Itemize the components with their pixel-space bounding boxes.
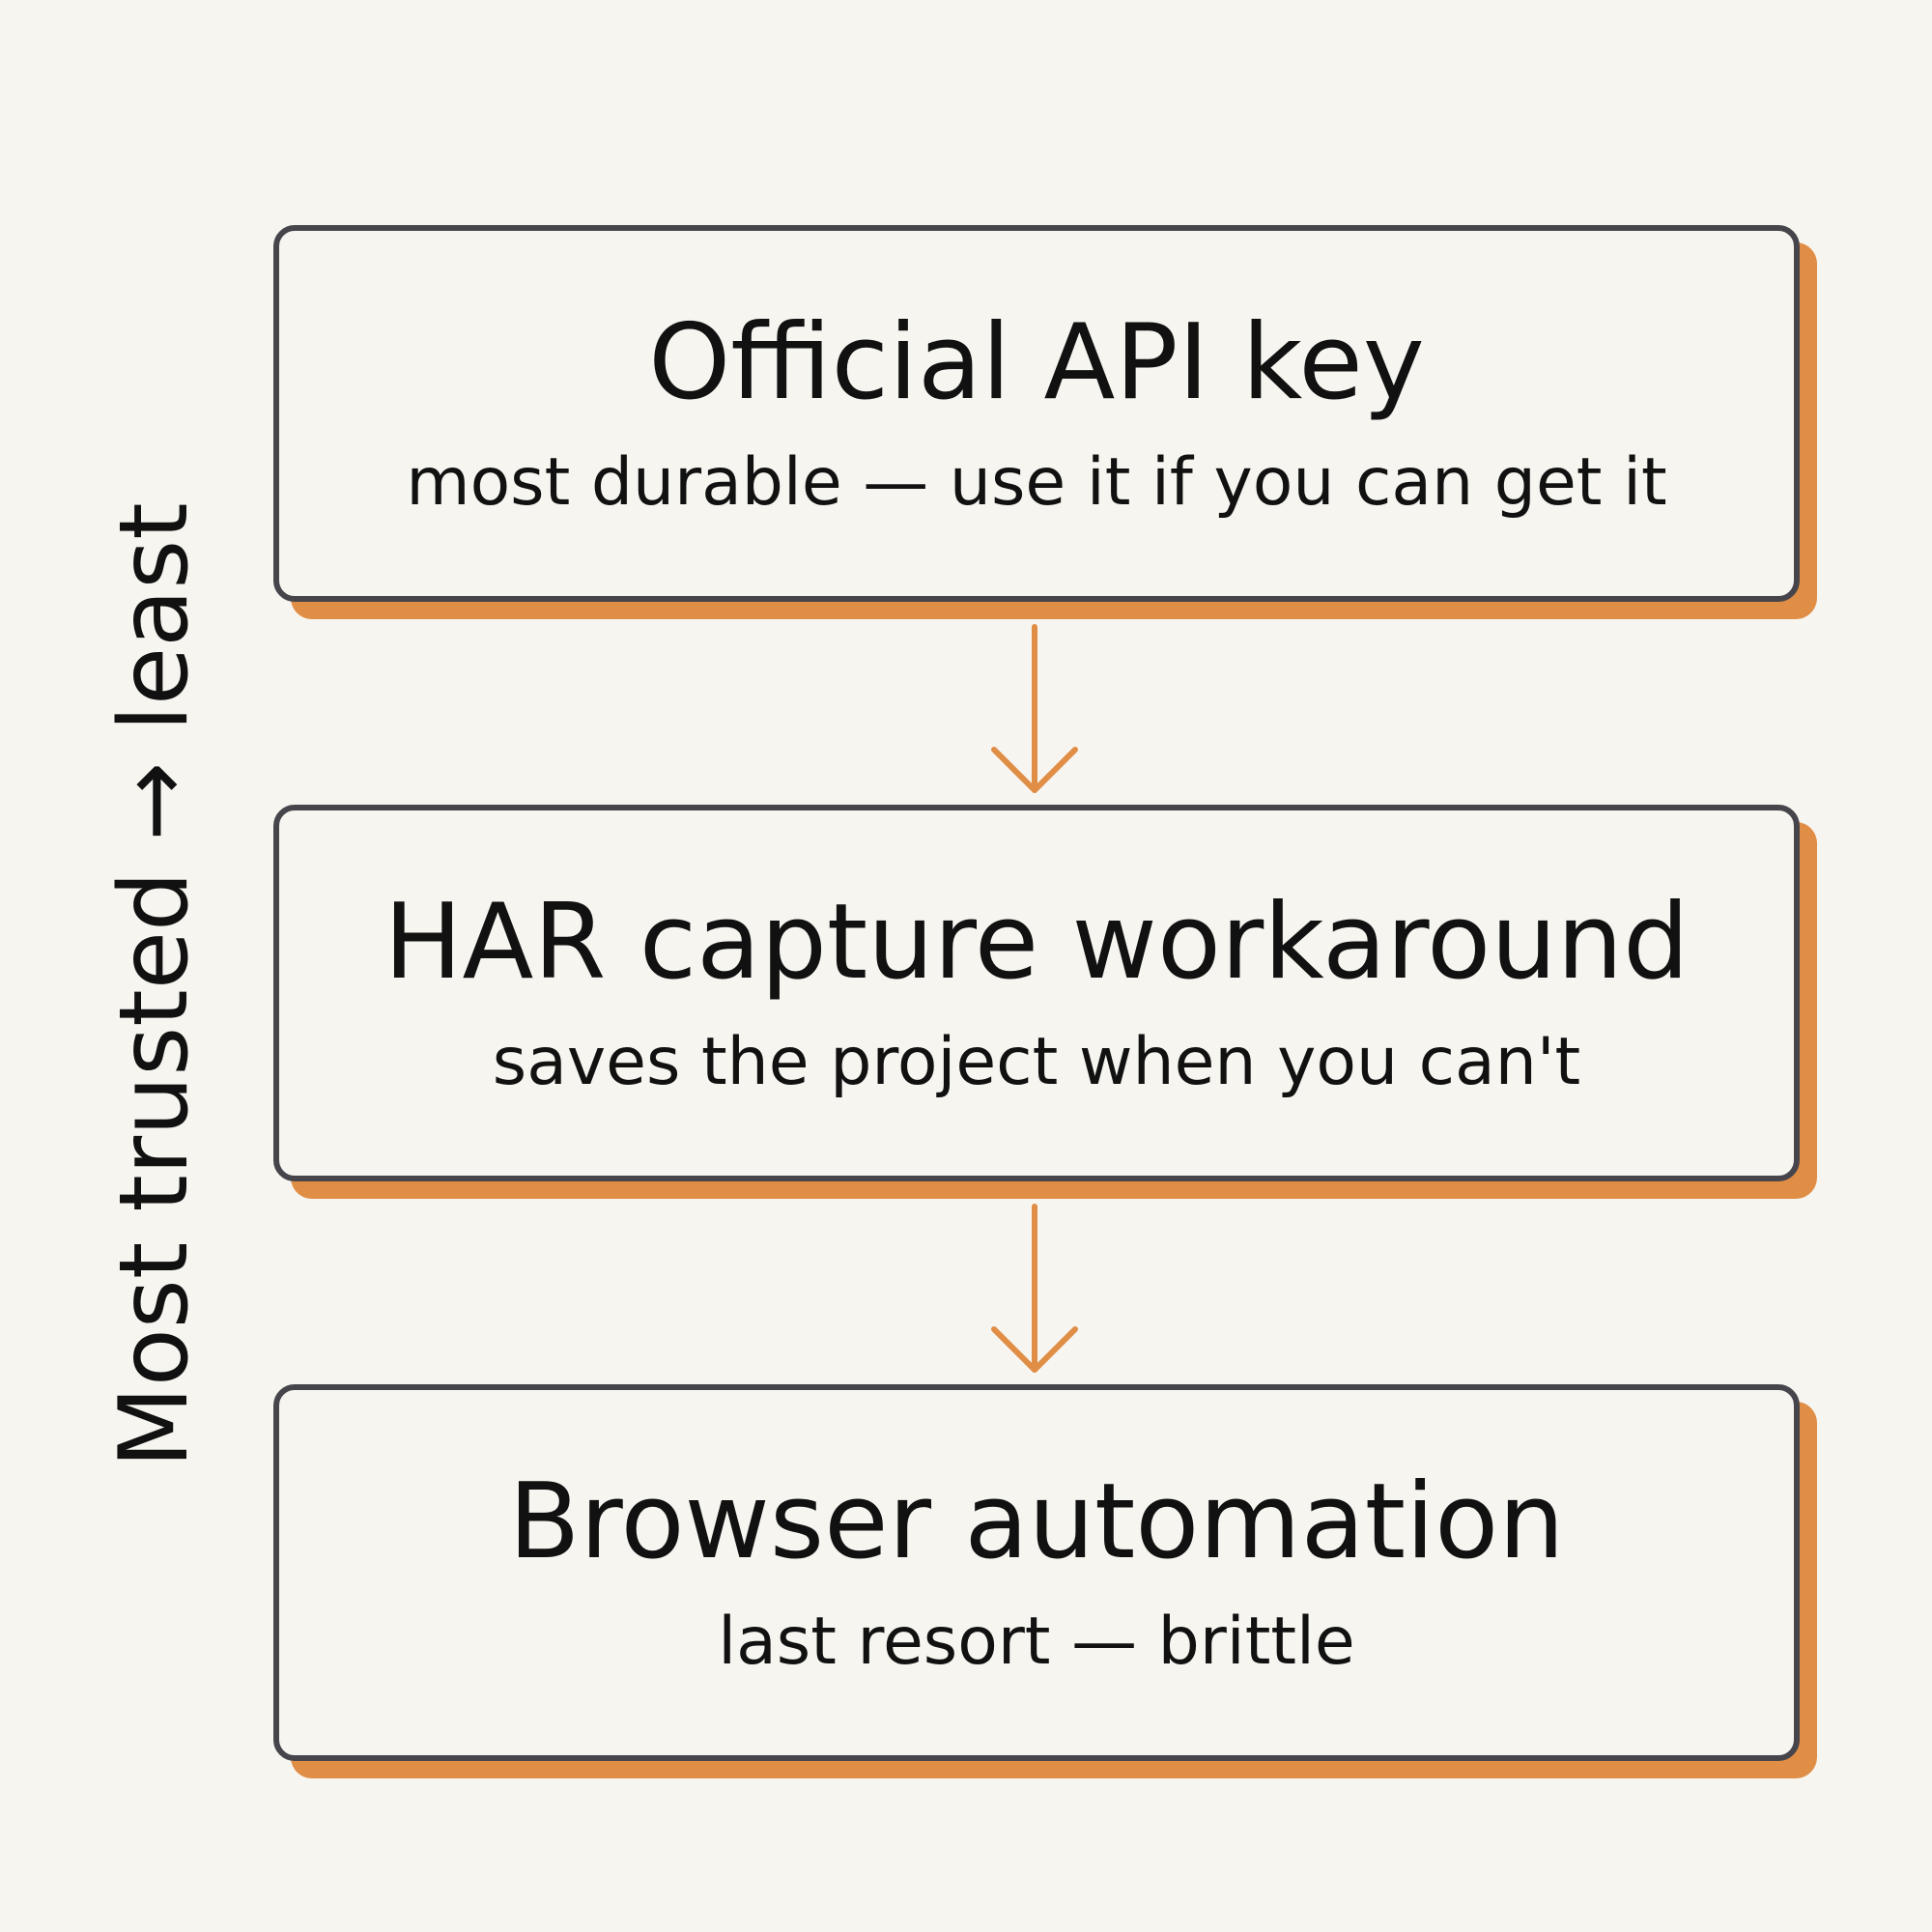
arrow-step2-to-step3 (991, 1204, 1078, 1373)
step-box-browser-automation: Browser automation last resort — brittle (273, 1384, 1800, 1761)
step-subtitle: last resort — brittle (718, 1604, 1355, 1681)
step-title: HAR capture workaround (384, 881, 1690, 1003)
step-title: Browser automation (508, 1461, 1565, 1582)
step-subtitle: most durable — use it if you can get it (406, 444, 1667, 522)
step-title: Official API key (648, 301, 1425, 423)
step-subtitle: saves the project when you can't (492, 1024, 1581, 1101)
arrow-step1-to-step2 (991, 624, 1078, 793)
step-box-har-capture: HAR capture workaround saves the project… (273, 805, 1800, 1181)
step-box-official-api-key: Official API key most durable — use it i… (273, 225, 1800, 602)
